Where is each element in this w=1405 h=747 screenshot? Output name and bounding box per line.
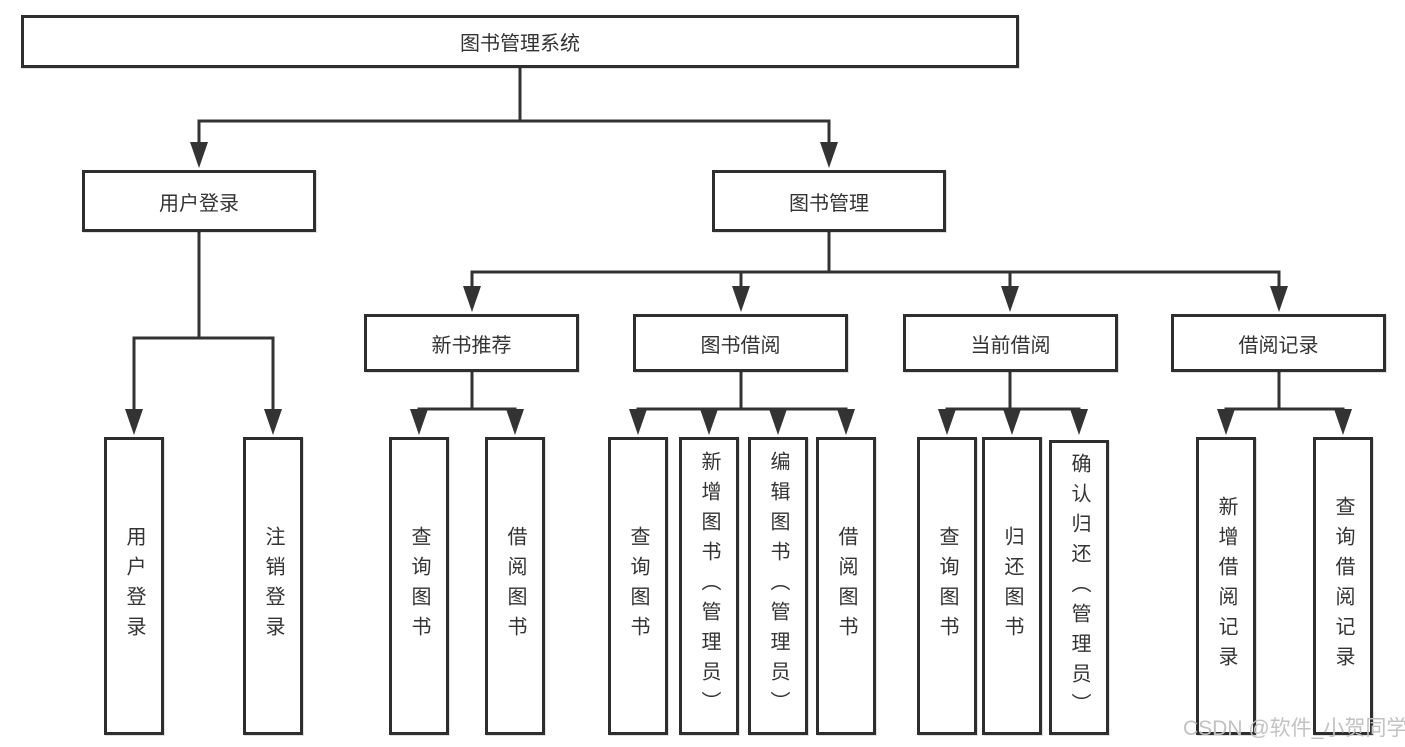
leaf-user-login: 用户登录: [104, 437, 164, 735]
connector-borrow-record-to-leaves: [1217, 372, 1352, 435]
node-borrow-record: 借阅记录: [1171, 314, 1386, 372]
leaf-confirm-return-admin: 确认归还（管理员）: [1049, 440, 1109, 735]
connector-root-to-level2: [190, 68, 838, 168]
leaf-query-books-current-label: 查询图书: [936, 526, 958, 646]
leaf-add-borrow-record: 新增借阅记录: [1196, 437, 1256, 735]
leaf-user-login-label: 用户登录: [123, 526, 145, 646]
leaf-add-books-admin: 新增图书（管理员）: [679, 437, 739, 735]
node-book-borrow: 图书借阅: [633, 314, 848, 372]
connector-book-borrow-to-leaves: [629, 372, 855, 435]
leaf-edit-books-admin-label: 编辑图书（管理员）: [767, 451, 789, 721]
leaf-query-books-current: 查询图书: [917, 437, 977, 735]
connector-book-management-to-level3: [463, 232, 1288, 312]
node-user-login: 用户登录: [82, 170, 316, 232]
leaf-logout-label: 注销登录: [262, 526, 284, 646]
leaf-query-borrow-record-label: 查询借阅记录: [1332, 496, 1354, 676]
node-book-management: 图书管理: [712, 170, 946, 232]
connector-current-borrow-to-leaves: [938, 372, 1088, 435]
leaf-edit-books-admin: 编辑图书（管理员）: [748, 437, 808, 735]
node-new-book-recommend: 新书推荐: [364, 314, 579, 372]
leaf-add-borrow-record-label: 新增借阅记录: [1215, 496, 1237, 676]
leaf-query-borrow-record: 查询借阅记录: [1313, 437, 1373, 735]
leaf-borrow-books-recommend: 借阅图书: [485, 437, 545, 735]
leaf-query-books-recommend: 查询图书: [389, 437, 449, 735]
leaf-borrow-books-label: 借阅图书: [835, 526, 857, 646]
connector-user-login-to-leaves: [125, 232, 282, 435]
leaf-query-books-borrow-label: 查询图书: [627, 526, 649, 646]
leaf-return-books-label: 归还图书: [1001, 526, 1023, 646]
leaf-borrow-books-recommend-label: 借阅图书: [504, 526, 526, 646]
leaf-query-books-recommend-label: 查询图书: [408, 526, 430, 646]
node-current-borrow: 当前借阅: [903, 314, 1118, 372]
leaf-confirm-return-admin-label: 确认归还（管理员）: [1068, 452, 1090, 723]
leaf-return-books: 归还图书: [982, 437, 1042, 735]
leaf-query-books-borrow: 查询图书: [608, 437, 668, 735]
node-library-management-system: 图书管理系统: [21, 15, 1019, 68]
connector-new-book-to-leaves: [410, 372, 524, 435]
csdn-watermark: CSDN @软件_小贺同学: [1183, 717, 1405, 740]
leaf-borrow-books: 借阅图书: [816, 437, 876, 735]
leaf-logout: 注销登录: [243, 437, 303, 735]
leaf-add-books-admin-label: 新增图书（管理员）: [698, 451, 720, 721]
